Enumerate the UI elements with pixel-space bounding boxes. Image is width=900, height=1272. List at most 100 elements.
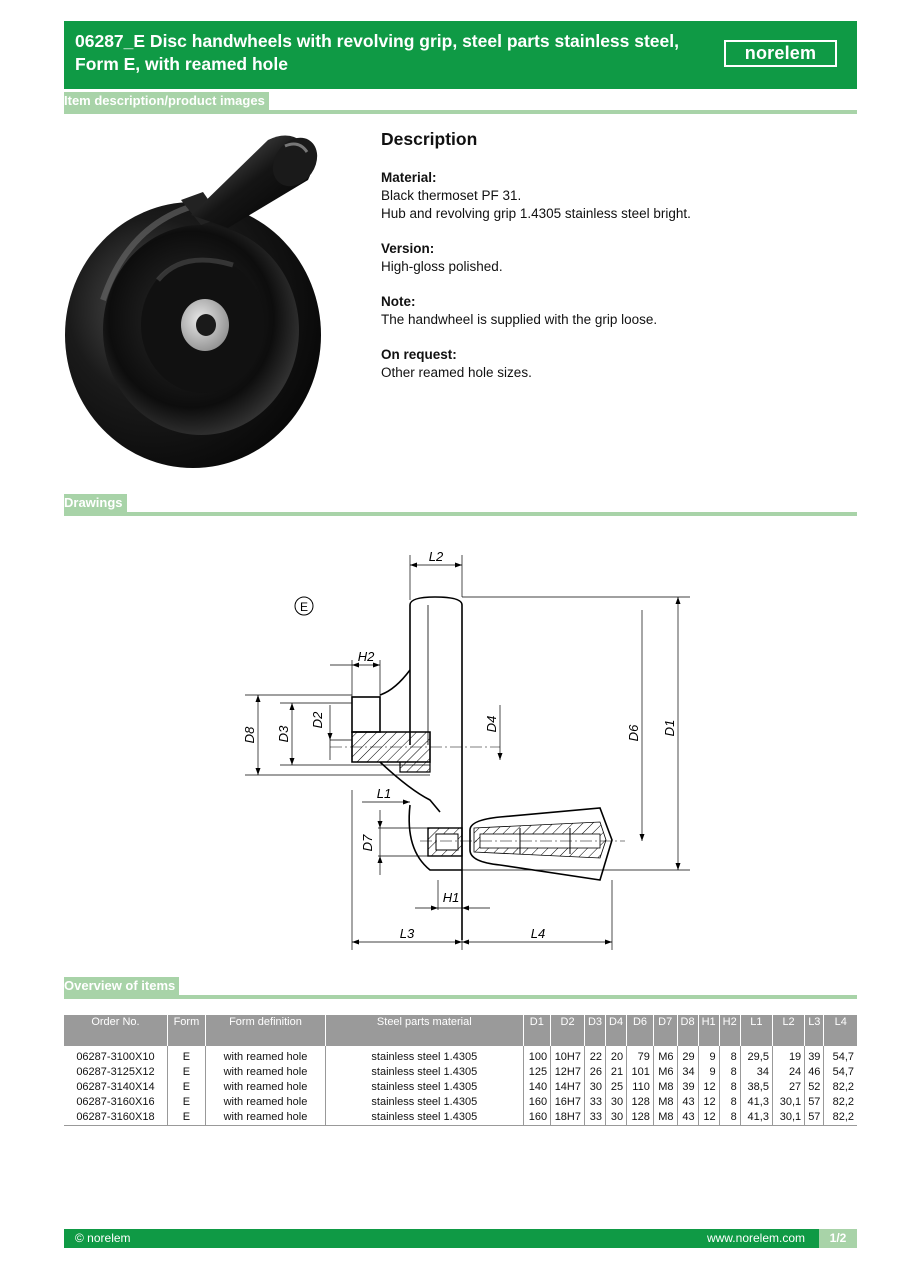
website-link[interactable]: www.norelem.com	[706, 1231, 805, 1245]
table-cell: with reamed hole	[204, 1065, 326, 1080]
table-cell: 41,3	[739, 1095, 773, 1110]
page-footer: © norelem www.norelem.com 1/2	[64, 1229, 857, 1248]
table-cell: 24	[771, 1065, 805, 1080]
group-title: Note:	[381, 294, 416, 309]
table-cell: 79	[626, 1046, 654, 1065]
col-header: D7	[652, 1015, 678, 1046]
table-cell: 41,3	[739, 1110, 773, 1126]
table-cell: 12	[697, 1095, 720, 1110]
table-cell: 30	[605, 1095, 627, 1110]
table-cell: 12H7	[550, 1065, 585, 1080]
dim-label-d4: D4	[484, 716, 499, 733]
table-cell: E	[166, 1110, 206, 1126]
table-cell: 12	[697, 1080, 720, 1095]
table-cell: 06287-3125X12	[76, 1066, 155, 1078]
table-cell: 12	[697, 1110, 720, 1126]
table-cell: 34	[676, 1065, 699, 1080]
table-cell: 27	[771, 1080, 805, 1095]
col-header: D8	[676, 1015, 699, 1046]
table-cell: 128	[626, 1110, 654, 1126]
section-label-images: Item description/product images	[64, 92, 269, 110]
dim-label-d8: D8	[242, 726, 257, 743]
table-cell: 57	[804, 1110, 824, 1126]
dim-label-l2: L2	[429, 549, 444, 564]
table-cell: 57	[804, 1095, 824, 1110]
table-cell: 8	[718, 1080, 741, 1095]
table-cell: 43	[676, 1095, 699, 1110]
table-cell: 46	[804, 1065, 824, 1080]
table-cell: E	[166, 1046, 206, 1065]
table-cell: 110	[626, 1080, 654, 1095]
items-table: Order No. Form Form definition Steel par…	[64, 1015, 857, 1126]
table-cell: 160	[522, 1110, 551, 1126]
table-cell: M8	[652, 1110, 678, 1126]
section-divider	[64, 995, 857, 999]
table-cell: with reamed hole	[204, 1080, 326, 1095]
table-cell: 160	[522, 1095, 551, 1110]
table-cell: 39	[676, 1080, 699, 1095]
description-heading: Description	[381, 129, 478, 149]
dim-label-d1: D1	[662, 720, 677, 737]
material-group: Material: Black thermoset PF 31. Hub and…	[381, 169, 841, 223]
col-header: D3	[583, 1015, 606, 1046]
dim-label-l1: L1	[377, 786, 391, 801]
table-cell: 16H7	[550, 1095, 585, 1110]
version-group: Version: High-gloss polished.	[381, 240, 841, 276]
page-header: 06287_E Disc handwheels with revolving g…	[64, 21, 857, 89]
table-cell: M8	[652, 1095, 678, 1110]
table-cell: stainless steel 1.4305	[325, 1095, 524, 1110]
table-cell: 22	[583, 1046, 606, 1065]
table-cell: with reamed hole	[204, 1046, 326, 1065]
table-cell: 125	[522, 1065, 551, 1080]
table-cell: 54,7	[823, 1046, 857, 1065]
copyright-text: © norelem	[75, 1231, 131, 1245]
table-cell: 100	[522, 1046, 551, 1065]
table-cell: 10H7	[550, 1046, 585, 1065]
table-cell: 06287-3160X16	[76, 1096, 155, 1108]
table-cell: 06287-3140X14	[76, 1081, 155, 1093]
table-cell: 8	[718, 1046, 741, 1065]
group-title: Material:	[381, 170, 437, 185]
table-cell: stainless steel 1.4305	[325, 1065, 524, 1080]
table-cell: 8	[718, 1110, 741, 1126]
dim-label-d3: D3	[276, 725, 291, 742]
group-line: High-gloss polished.	[381, 259, 503, 274]
table-cell: 8	[718, 1095, 741, 1110]
table-cell: E	[166, 1080, 206, 1095]
group-line: The handwheel is supplied with the grip …	[381, 312, 658, 327]
table-cell: 25	[605, 1080, 627, 1095]
dim-label-l3: L3	[400, 926, 415, 941]
table-cell: 06287-3100X10	[76, 1051, 155, 1063]
dim-label-h2: H2	[358, 649, 375, 664]
dim-label-h1: H1	[443, 890, 460, 905]
group-line: Hub and revolving grip 1.4305 stainless …	[381, 206, 691, 221]
col-header: Order No.	[64, 1015, 168, 1046]
technical-drawing: E L2 H2 D8 D3 D2 D4 D6 D1 L1 D7 H1 L3 L4	[242, 549, 690, 950]
table-cell: 30,1	[771, 1095, 805, 1110]
col-header: Form	[166, 1015, 206, 1046]
section-label-drawings: Drawings	[64, 494, 127, 512]
col-header: D1	[522, 1015, 551, 1046]
product-image	[65, 135, 321, 468]
table-cell: 82,2	[823, 1110, 857, 1126]
table-cell: 128	[626, 1095, 654, 1110]
table-header-row: Order No. Form Form definition Steel par…	[64, 1015, 857, 1046]
table-cell: 52	[804, 1080, 824, 1095]
table-cell: 20	[605, 1046, 627, 1065]
col-header: L2	[771, 1015, 805, 1046]
section-divider	[64, 512, 857, 516]
form-label: E	[300, 600, 308, 614]
group-line: Other reamed hole sizes.	[381, 365, 532, 380]
group-line: Black thermoset PF 31.	[381, 188, 522, 203]
table-cell: stainless steel 1.4305	[325, 1080, 524, 1095]
col-header: H2	[718, 1015, 741, 1046]
table-cell: 9	[697, 1065, 720, 1080]
col-header: D6	[626, 1015, 654, 1046]
page-title: 06287_E Disc handwheels with revolving g…	[75, 31, 679, 74]
table-cell: 140	[522, 1080, 551, 1095]
